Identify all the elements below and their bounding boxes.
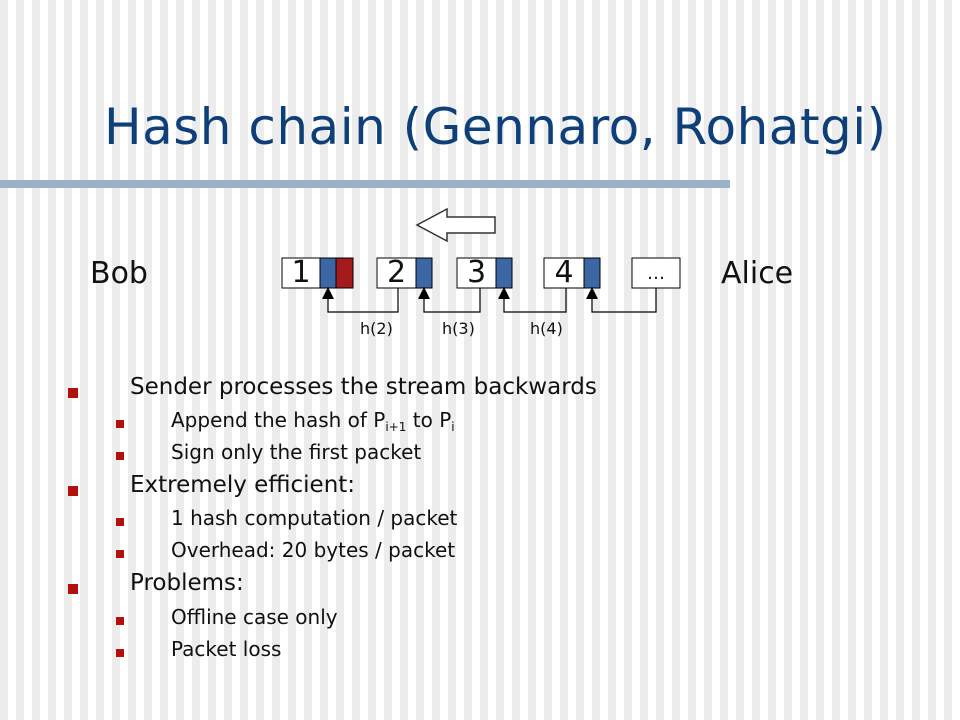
packet-label-3: 3 — [466, 255, 487, 290]
bullet-marker — [68, 486, 78, 496]
hash-label-3: h(3) — [442, 319, 475, 338]
packet-label-1: 1 — [291, 255, 311, 290]
sub-bullet-1-2: Sign only the first packet — [171, 440, 422, 464]
packet-box-1 — [281, 257, 321, 289]
hash-block-2 — [415, 257, 433, 289]
sub-bullet-marker — [116, 649, 124, 657]
hash-block-3 — [495, 257, 513, 289]
sub-bullet-1-1: Append the hash of Pi+1 to Pi — [171, 408, 455, 434]
packet-label-more: … — [647, 263, 665, 284]
hash-block-4 — [583, 257, 601, 289]
hash-link-4 — [498, 287, 567, 313]
bullet-1: Sender processes the stream backwards — [130, 374, 597, 400]
bob-label: Bob — [90, 256, 148, 291]
signature-block-1 — [335, 257, 354, 289]
bullet-3: Problems: — [130, 570, 244, 596]
hash-label-4: h(4) — [530, 319, 563, 338]
sub-bullet-2-2: Overhead: 20 bytes / packet — [171, 538, 456, 562]
bullet-marker — [68, 584, 78, 594]
sub-bullet-marker — [116, 420, 124, 428]
alice-label: Alice — [721, 256, 794, 291]
hash-link-2 — [322, 287, 399, 313]
packet-box-more — [631, 257, 681, 289]
packet-label-4: 4 — [554, 255, 574, 290]
sub-bullet-marker — [116, 452, 124, 460]
title-underline — [0, 180, 730, 188]
sub-bullet-3-2: Packet loss — [171, 637, 282, 661]
hash-block-1 — [319, 257, 337, 289]
bullet-marker — [68, 388, 78, 398]
hash-link-3 — [418, 287, 481, 313]
bullet-2: Extremely efficient: — [130, 472, 356, 498]
hash-link-more — [586, 287, 657, 313]
packet-label-2: 2 — [386, 255, 407, 290]
direction-arrow-icon — [415, 207, 496, 243]
sub-bullet-2-1: 1 hash computation / packet — [171, 506, 458, 530]
hash-label-2: h(2) — [360, 319, 393, 338]
sub-bullet-3-1: Offline case only — [171, 605, 338, 629]
sub-bullet-marker — [116, 518, 124, 526]
sub-bullet-marker — [116, 617, 124, 625]
slide-title: Hash chain (Gennaro, Rohatgi) — [104, 98, 887, 156]
sub-bullet-marker — [116, 550, 124, 558]
